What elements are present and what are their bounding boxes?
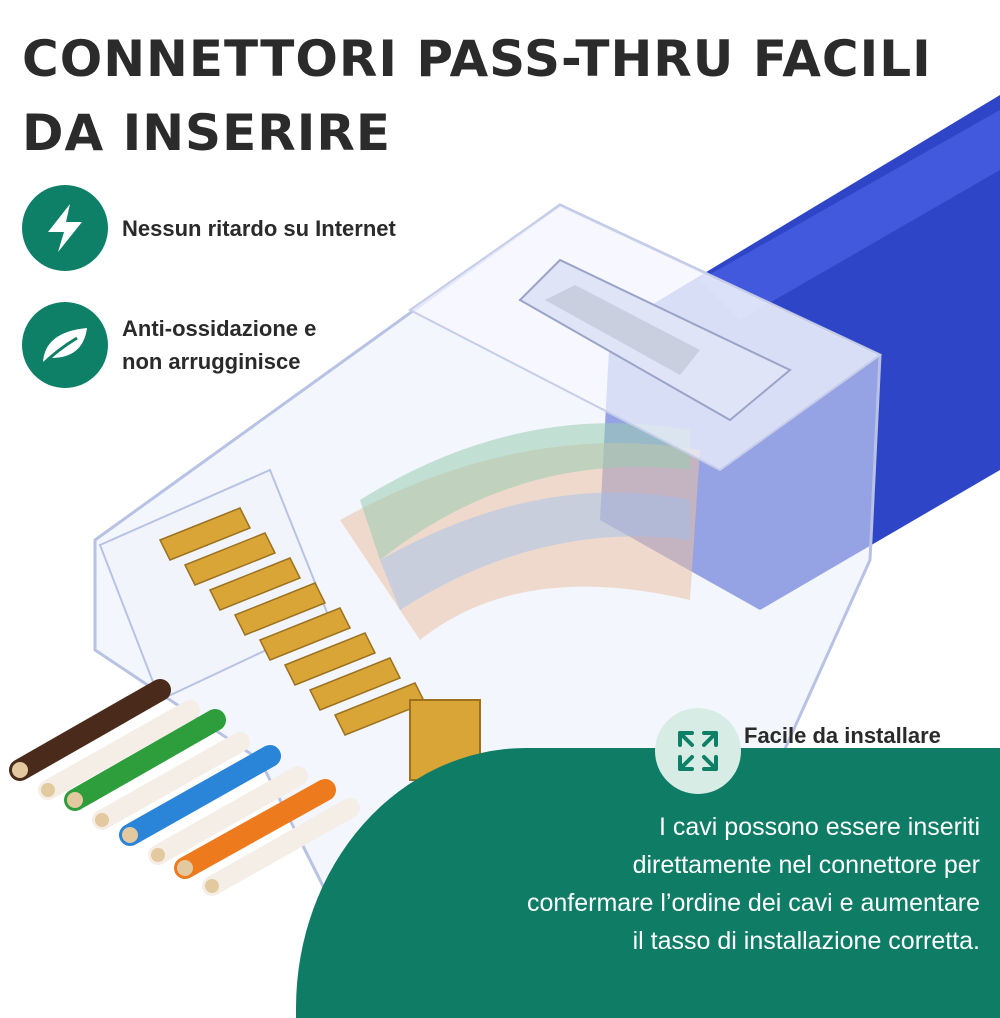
install-description: I cavi possono essere inseriti direttame… xyxy=(526,813,980,955)
title-line-1: CONNETTORI PASS-THRU FACILI xyxy=(22,30,932,88)
feature-anti-oxidation-text: Anti-ossidazione e non arrugginisce xyxy=(122,316,317,374)
lightning-bolt-icon xyxy=(22,185,108,271)
feature-anti-oxidation: Anti-ossidazione e non arrugginisce xyxy=(22,302,316,388)
feature-no-delay: Nessun ritardo su Internet xyxy=(22,185,396,271)
expand-arrows-icon xyxy=(655,708,741,794)
blue-cable-highlight xyxy=(700,110,1000,320)
install-label: Facile da installare xyxy=(744,723,941,748)
title-line-2: DA INSERIRE xyxy=(22,104,391,162)
install-info-panel xyxy=(296,748,1000,1018)
feature-no-delay-text: Nessun ritardo su Internet xyxy=(122,215,396,241)
leaf-icon xyxy=(22,302,108,388)
page-title: CONNETTORI PASS-THRU FACILI DA INSERIRE xyxy=(22,22,992,170)
wire-ends xyxy=(9,679,360,896)
gold-contacts xyxy=(158,507,427,736)
